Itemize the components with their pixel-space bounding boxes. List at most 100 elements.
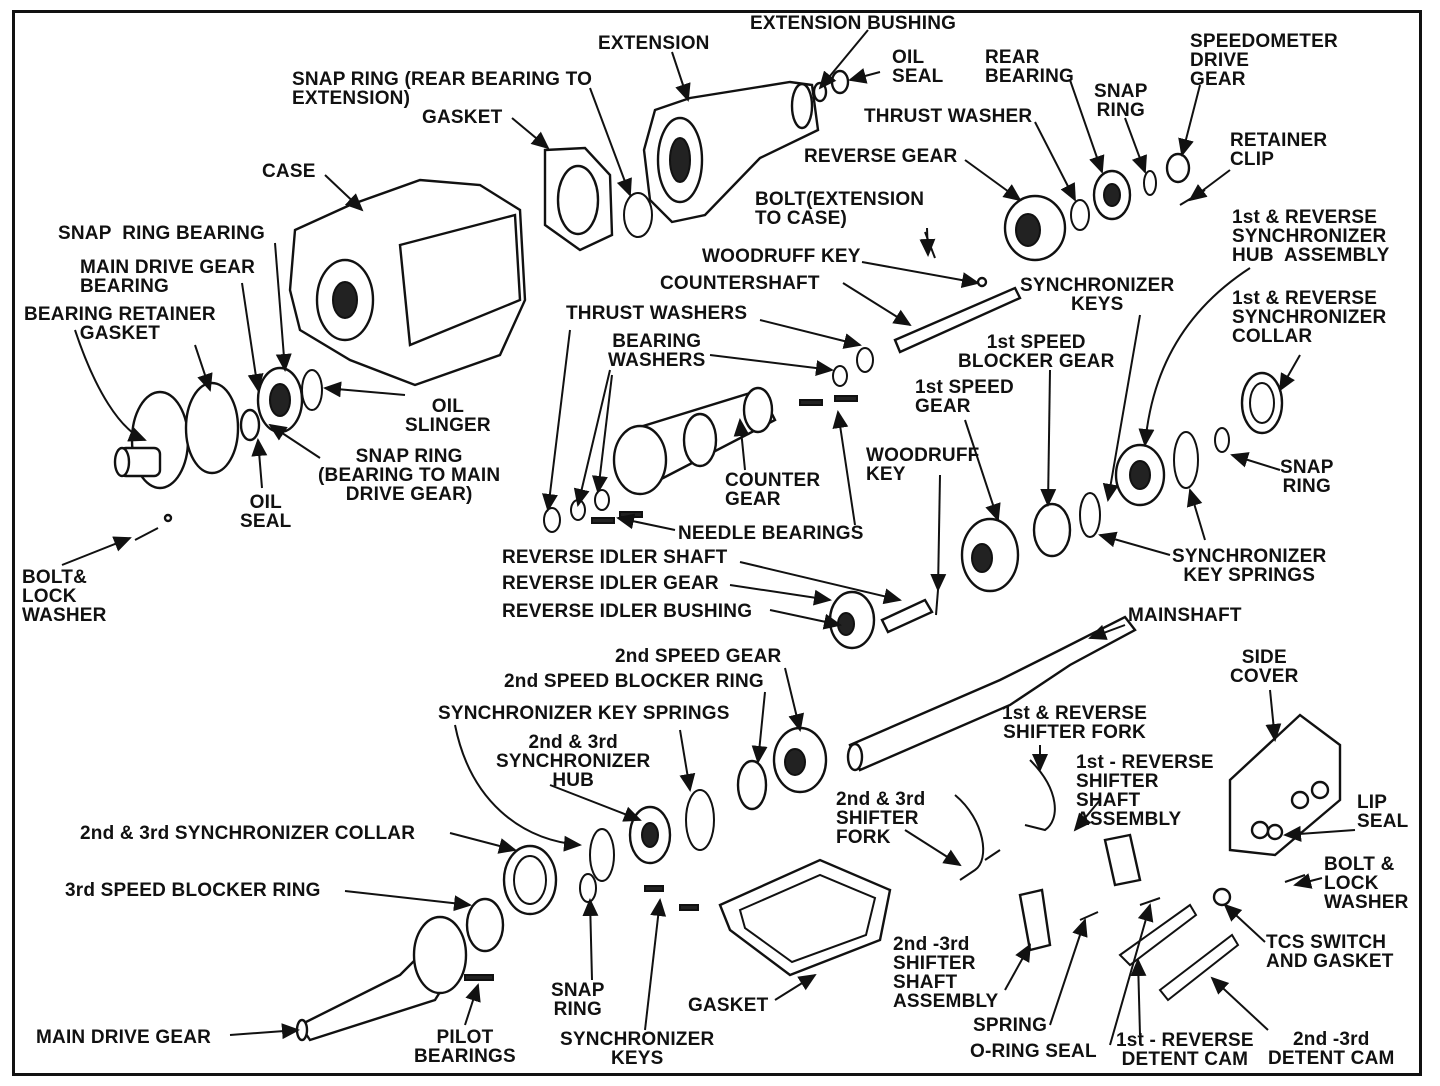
bolt-left — [134, 527, 159, 541]
label-extension-bushing: EXTENSION BUSHING — [750, 13, 957, 34]
label-synchronizer-keys-top: SYNCHRONIZER KEYS — [1020, 275, 1175, 315]
second-third-sync-collar — [502, 844, 558, 916]
first-reverse-sync-collar — [1240, 371, 1284, 435]
label-speedometer-drive-gear: SPEEDOMETER DRIVE GEAR — [1190, 31, 1338, 90]
speedometer-drive-gear — [1165, 152, 1191, 184]
label-main-drive-gear-bearing: MAIN DRIVE GEAR BEARING — [80, 257, 256, 297]
bearing-washer-right — [832, 365, 848, 387]
label-bolt-extension-to-case: BOLT(EXTENSION TO CASE) — [755, 189, 925, 229]
label-bearing-washers: BEARING WASHERS — [608, 331, 706, 371]
woodruff-key-top — [976, 276, 988, 288]
label-second-third-shifter-shaft: 2nd -3rd SHIFTER SHAFT ASSEMBLY — [893, 934, 999, 1012]
label-first-reverse-shifter-shaft: 1st - REVERSE SHIFTER SHAFT ASSEMBLY — [1076, 752, 1214, 830]
bearing-retainer — [113, 390, 190, 490]
rear-bearing — [1092, 169, 1132, 221]
label-rear-bearing: REAR BEARING — [985, 47, 1075, 87]
oil-seal-left — [239, 408, 261, 442]
reverse-idler-gear — [828, 590, 876, 650]
label-third-speed-blocker-ring: 3rd SPEED BLOCKER RING — [65, 880, 321, 901]
label-main-drive-gear: MAIN DRIVE GEAR — [36, 1027, 212, 1048]
first-speed-blocker-gear — [1032, 502, 1072, 558]
first-speed-gear — [960, 517, 1020, 593]
label-second-third-sync-hub: 2nd & 3rd SYNCHRONIZER HUB — [496, 732, 651, 791]
label-o-ring-seal: O-RING SEAL — [970, 1041, 1097, 1062]
reverse-idler-shaft — [880, 598, 934, 634]
label-lip-seal: LIP SEAL — [1357, 792, 1409, 832]
label-second-third-detent-cam: 2nd -3rd DETENT CAM — [1268, 1029, 1395, 1069]
synchronizer-keys-bottom — [644, 885, 699, 911]
label-spring: SPRING — [973, 1015, 1048, 1036]
label-second-speed-gear: 2nd SPEED GEAR — [615, 646, 782, 667]
lip-seal — [1266, 823, 1284, 841]
woodruff-key-mid — [935, 589, 939, 616]
first-reverse-shifter-fork — [1024, 759, 1056, 832]
label-reverse-idler-bushing: REVERSE IDLER BUSHING — [502, 601, 753, 622]
label-pilot-bearings: PILOT BEARINGS — [414, 1027, 516, 1067]
label-first-reverse-detent-cam: 1st - REVERSE DETENT CAM — [1116, 1030, 1254, 1070]
second-third-sync-hub — [628, 805, 672, 865]
label-first-reverse-sync-hub: 1st & REVERSE SYNCHRONIZER HUB ASSEMBLY — [1232, 207, 1390, 266]
label-first-speed-gear: 1st SPEED GEAR — [915, 377, 1014, 417]
bearing-retainer-gasket — [184, 381, 240, 475]
label-oil-seal-left: OIL SEAL — [240, 492, 292, 532]
label-second-speed-blocker-ring: 2nd SPEED BLOCKER RING — [504, 671, 764, 692]
snap-ring-bottom — [579, 873, 597, 903]
second-speed-blocker-ring — [736, 759, 768, 811]
label-oil-seal-top: OIL SEAL — [892, 47, 944, 87]
o-ring-seal — [1139, 897, 1161, 906]
label-bolt-lock-washer-right: BOLT & LOCK WASHER — [1324, 854, 1409, 913]
label-reverse-idler-gear: REVERSE IDLER GEAR — [502, 573, 719, 594]
label-thrust-washers: THRUST WASHERS — [566, 303, 748, 324]
diagram-border — [12, 10, 1422, 1076]
label-reverse-idler-shaft: REVERSE IDLER SHAFT — [502, 547, 728, 568]
snap-ring-extension — [623, 192, 653, 238]
sync-key-spring-mid-b — [589, 828, 615, 882]
label-snap-ring-rear-bearing: SNAP RING (REAR BEARING TO EXTENSION) — [292, 69, 593, 109]
needle-bearings-top — [799, 395, 858, 406]
third-speed-blocker-ring — [465, 897, 505, 953]
label-second-third-sync-collar: 2nd & 3rd SYNCHRONIZER COLLAR — [80, 823, 416, 844]
label-woodruff-key-mid: WOODRUFF KEY — [866, 445, 980, 485]
label-countershaft: COUNTERSHAFT — [660, 273, 820, 294]
main-drive-gear-bearing — [256, 366, 304, 434]
label-first-reverse-shifter-fork: 1st & REVERSE SHIFTER FORK — [1002, 703, 1148, 743]
label-bolt-lock-washer-left: BOLT& LOCK WASHER — [22, 567, 107, 626]
countershaft — [893, 286, 1022, 354]
label-snap-ring-top: SNAP RING — [1094, 81, 1148, 121]
label-synchronizer-key-springs-right: SYNCHRONIZER KEY SPRINGS — [1172, 546, 1327, 586]
label-snap-ring-bottom: SNAP RING — [551, 980, 605, 1020]
snap-ring-top — [1143, 170, 1157, 196]
thrust-washer — [1070, 199, 1090, 231]
label-tcs-switch-gasket: TCS SWITCH AND GASKET — [1266, 932, 1394, 972]
side-cover — [1228, 713, 1342, 857]
second-third-detent-cam — [1158, 933, 1240, 1002]
first-reverse-shifter-shaft — [1103, 833, 1142, 887]
tcs-switch — [1212, 887, 1232, 907]
label-snap-ring-bearing-to-main: SNAP RING (BEARING TO MAIN DRIVE GEAR) — [318, 446, 501, 505]
label-woodruff-key-top: WOODRUFF KEY — [702, 246, 861, 267]
label-extension: EXTENSION — [598, 33, 710, 54]
label-first-speed-blocker-gear: 1st SPEED BLOCKER GEAR — [958, 332, 1115, 372]
label-counter-gear: COUNTER GEAR — [725, 470, 821, 510]
label-bearing-retainer-gasket: BEARING RETAINER GASKET — [24, 304, 216, 344]
snap-ring-right — [1214, 427, 1230, 453]
label-side-cover: SIDE COVER — [1230, 647, 1299, 687]
oil-seal-top — [830, 69, 850, 95]
sync-key-spring-mid-a — [685, 789, 715, 851]
label-reverse-gear: REVERSE GEAR — [804, 146, 958, 167]
label-case: CASE — [262, 161, 316, 182]
oil-slinger — [301, 369, 323, 411]
sync-key-spring-right-a — [1079, 492, 1101, 538]
pilot-bearings — [464, 974, 494, 981]
label-gasket-bottom: GASKET — [688, 995, 769, 1016]
bearing-washer-mid — [594, 489, 610, 511]
label-oil-slinger: OIL SLINGER — [405, 396, 491, 436]
reverse-gear — [1003, 194, 1067, 262]
main-drive-gear — [295, 915, 468, 1042]
label-second-third-shifter-fork: 2nd & 3rd SHIFTER FORK — [836, 789, 926, 848]
second-third-shifter-shaft — [1018, 888, 1052, 952]
label-needle-bearings: NEEDLE BEARINGS — [678, 523, 864, 544]
extension-housing — [642, 80, 820, 224]
